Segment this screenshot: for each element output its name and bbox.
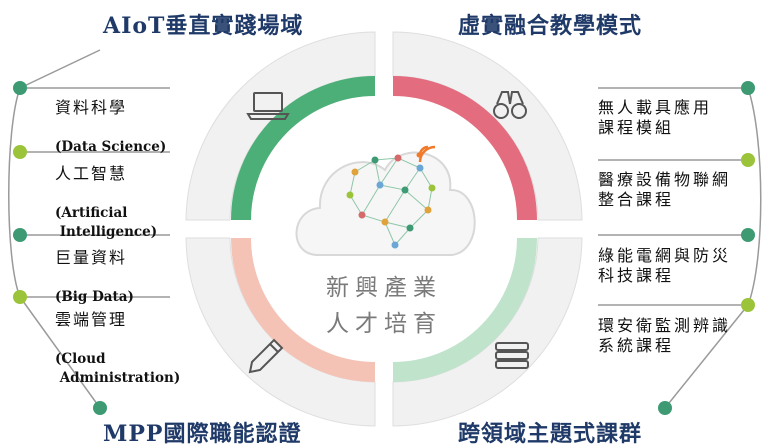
right-connector-lines (598, 87, 762, 409)
right-item-text: 綠能電網與防災 科技課程 (598, 246, 732, 285)
left-bottom-dot (93, 401, 107, 415)
left-item-zh: 資料科學 (55, 98, 128, 117)
right-item-env-safety: 環安衛監測辨識 系統課程 (598, 296, 748, 376)
left-item-en: (Big Data) (55, 289, 134, 305)
bottom-right-arc (392, 237, 537, 382)
left-item-en: (Cloud Administration) (55, 351, 181, 386)
left-item-data-science: 資料科學 (Data Science) (55, 78, 166, 177)
right-item-text: 醫療設備物聯網 整合課程 (598, 170, 732, 209)
title-aiot-field: AIoT垂直實踐場域 (103, 13, 304, 39)
bottom-left-arc (231, 237, 376, 382)
center-line-2: 人才培育 (326, 311, 442, 337)
left-item-en: (Artificial Intelligence) (55, 205, 158, 240)
outer-ring (185, 31, 583, 427)
left-dot-4 (13, 290, 27, 304)
left-dot-2 (13, 145, 27, 159)
title-blended-teaching: 虛實融合教學模式 (458, 13, 643, 39)
left-item-ai: 人工智慧 (Artificial Intelligence) (55, 144, 157, 262)
title-mpp-certification: MPP國際職能認證 (103, 421, 302, 447)
left-dot-3 (13, 228, 27, 242)
left-connector-lines (8, 49, 170, 409)
books-icon (495, 342, 529, 369)
right-item-medical-iot: 醫療設備物聯網 整合課程 (598, 150, 748, 230)
right-item-text: 無人載具應用 課程模組 (598, 98, 713, 137)
right-bottom-dot (658, 401, 672, 415)
right-dot-1 (741, 81, 755, 95)
left-item-cloud: 雲端管理 (Cloud Administration) (55, 290, 180, 408)
center-line-1: 新興產業 (326, 275, 442, 301)
ai-brain-cloud-icon (295, 145, 476, 256)
left-item-zh: 巨量資料 (55, 248, 128, 267)
binoculars-icon (493, 91, 527, 119)
top-left-arc (231, 76, 376, 221)
title-interdisciplinary-courses: 跨領域主題式課群 (458, 421, 643, 447)
top-right-arc (392, 76, 537, 221)
right-item-text: 環安衛監測辨識 系統課程 (598, 316, 732, 355)
right-dot-2 (741, 153, 755, 167)
left-dot-1 (13, 81, 27, 95)
right-dot-4 (741, 298, 755, 312)
right-item-drone: 無人載具應用 課程模組 (598, 78, 738, 158)
left-item-zh: 雲端管理 (55, 310, 128, 329)
laptop-icon (246, 92, 290, 120)
right-dot-3 (741, 228, 755, 242)
pencil-icon (248, 338, 284, 374)
left-item-en: (Data Science) (55, 139, 167, 155)
right-item-green-energy: 綠能電網與防災 科技課程 (598, 226, 748, 306)
left-item-big-data: 巨量資料 (Big Data) (55, 228, 134, 327)
left-item-zh: 人工智慧 (55, 164, 128, 183)
